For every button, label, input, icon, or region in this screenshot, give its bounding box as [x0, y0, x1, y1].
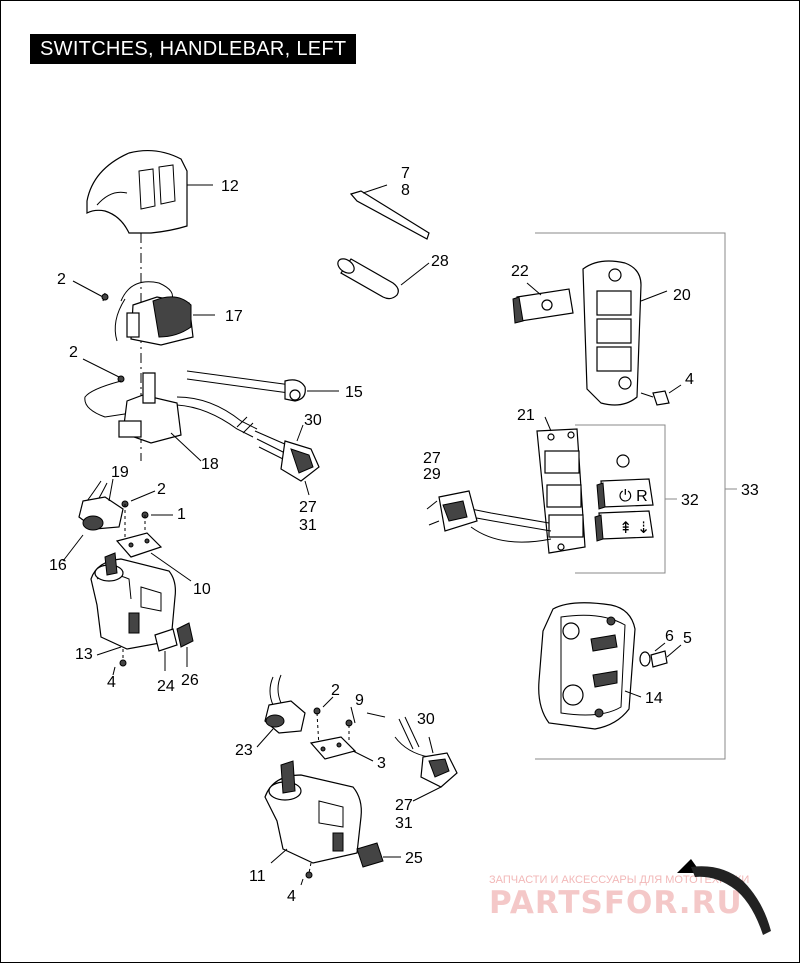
part-19-switch: [62, 478, 124, 562]
svg-text:⇞ ⇣: ⇞ ⇣: [619, 520, 650, 537]
screw-2-lower: [313, 696, 356, 748]
part-20-bezel: [582, 260, 682, 406]
part-28-sleeve: [337, 258, 430, 300]
watermark-tagline: ЗАПЧАСТИ И АКСЕССУАРЫ ДЛЯ МОТОТЕХНИКИ: [489, 874, 749, 886]
callout-2b: 2: [69, 344, 78, 361]
part-5-6-screw: [639, 642, 682, 668]
callout-20: 20: [673, 287, 691, 304]
callout-9: 9: [355, 692, 364, 709]
callout-28: 28: [431, 253, 449, 270]
callout-27b: 27: [423, 450, 441, 467]
callout-15: 15: [345, 384, 363, 401]
callout-21: 21: [517, 407, 535, 424]
callout-10: 10: [193, 581, 211, 598]
part-10-plate: [115, 532, 192, 582]
callout-16: 16: [49, 557, 67, 574]
callout-6: 6: [665, 628, 674, 645]
part-15-cable: [186, 370, 339, 402]
callout-14: 14: [645, 690, 663, 707]
callout-2a: 2: [57, 271, 66, 288]
callout-1: 1: [177, 506, 186, 523]
part-9-plate: [309, 736, 374, 762]
part-17-switch: [72, 280, 215, 346]
part-25-cap: [356, 842, 401, 868]
page-title: SWITCHES, HANDLEBAR, LEFT: [30, 34, 357, 64]
callout-25: 25: [405, 850, 423, 867]
part-7-strap: [349, 184, 430, 240]
part-13-housing: [90, 552, 176, 676]
screw-1-and-2: [121, 490, 173, 541]
part-30-connector-lower: [366, 712, 458, 802]
callout-31b: 31: [395, 815, 413, 832]
watermark: ЗАПЧАСТИ И АКСЕССУАРЫ ДЛЯ МОТОТЕХНИКИ PA…: [489, 859, 771, 935]
callout-22: 22: [511, 263, 529, 280]
screw-2-top: [82, 293, 125, 383]
callout-5: 5: [683, 630, 692, 647]
callout-4c: 4: [287, 888, 296, 905]
part-30-connector: [254, 424, 320, 496]
callout-3: 3: [377, 755, 386, 772]
callout-30a: 30: [304, 412, 322, 429]
callout-26: 26: [181, 672, 199, 689]
callout-23: 23: [235, 742, 253, 759]
callout-19: 19: [111, 464, 129, 481]
callout-27a: 27: [299, 499, 317, 516]
callout-30b: 30: [417, 711, 435, 728]
callout-7: 7: [401, 165, 410, 182]
callout-4b: 4: [685, 371, 694, 388]
callout-4a: 4: [107, 674, 116, 691]
part-14-housing: [538, 602, 642, 730]
part-22-button: [512, 282, 574, 324]
callout-8: 8: [401, 182, 410, 199]
callout-31a: 31: [299, 517, 317, 534]
callout-33: 33: [741, 482, 759, 499]
watermark-swoosh-icon: [691, 866, 771, 935]
watermark-brand: PARTSFOR.RU: [489, 885, 743, 921]
callout-17: 17: [225, 308, 243, 325]
callout-29: 29: [423, 466, 441, 483]
part-23-switch: [256, 674, 306, 748]
callout-27c: 27: [395, 797, 413, 814]
part-21-panel: [426, 416, 666, 574]
callout-32: 32: [681, 492, 699, 509]
callout-18: 18: [201, 456, 219, 473]
callout-labels: 12 7 8 28 22 20 2 17 2 15 30 18 27 31 19…: [49, 165, 759, 905]
callout-13: 13: [75, 646, 93, 663]
bracket-33: [535, 232, 737, 760]
callout-24: 24: [157, 678, 175, 695]
callout-11: 11: [249, 868, 266, 885]
part-11-housing: [264, 760, 362, 886]
part-32-rockers: ⏻ R ⇞ ⇣: [594, 454, 677, 542]
svg-text:⏻ R: ⏻ R: [619, 488, 648, 505]
callout-12: 12: [221, 178, 239, 195]
callout-2d: 2: [331, 682, 340, 699]
part-18-switch: [84, 372, 258, 462]
callout-2c: 2: [157, 481, 166, 498]
part-24-26-caps: [154, 622, 194, 671]
